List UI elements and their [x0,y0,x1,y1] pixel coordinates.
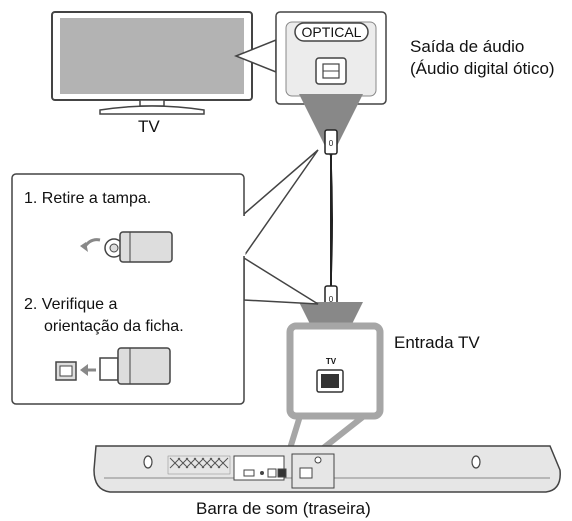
step-2-text-line2: orientação da ficha. [44,318,184,335]
soundbar-illustration [93,445,561,493]
step-2: 2. Verifique a orientação da ficha. [24,294,184,338]
tv-port-label: TV [326,357,337,366]
step-1-text: Retire a tampa. [41,190,152,207]
tv-input-label: Entrada TV [394,333,480,352]
usb-port-icon [243,469,255,477]
cap-removal-icon [80,231,173,263]
plug-orientation-icon [55,347,171,385]
audio-output-line2: (Áudio digital ótico) [410,59,555,78]
step-2-number: 2. [24,296,38,313]
step-2-text-line1: Verifique a [41,296,118,313]
tv-screen [60,18,244,94]
svg-text:0: 0 [329,139,334,148]
tv-label: TV [138,117,160,136]
soundbar-label: Barra de som (traseira) [196,499,371,518]
audio-output-label: Saída de áudio (Áudio digital ótico) [410,36,555,80]
optical-badge [294,22,369,42]
optical-port-callout: OPTICAL [233,11,387,105]
tv-illustration [51,11,253,115]
step-1: 1. Retire a tampa. [24,188,151,210]
optical-cable: 0 0 [299,94,363,366]
tv-neck [139,99,165,107]
svg-text:0: 0 [329,295,334,304]
steps-callout [11,149,319,405]
optical-badge-text: OPTICAL [302,24,362,40]
step-1-number: 1. [24,190,38,207]
audio-output-line1: Saída de áudio [410,37,525,56]
tv-stand [99,105,205,115]
